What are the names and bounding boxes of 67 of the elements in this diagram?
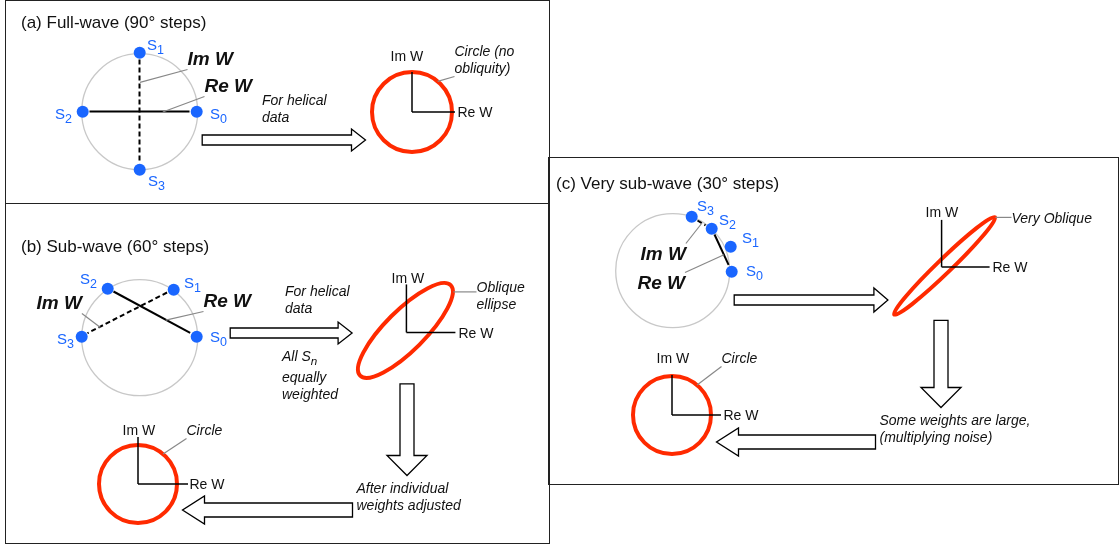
axis-label: Re W [992,258,1028,276]
point-label: S$_{0}$ [746,262,763,285]
axis-label: Re W [189,475,225,493]
leader-line [162,95,206,113]
leader-line [452,291,478,293]
dashed-chord [696,218,707,227]
point-label: S$_{2}$ [55,105,72,128]
point-label: S$_{1}$ [147,36,164,59]
leader-line [684,254,725,274]
panel-title: (c) Very sub-wave (30° steps) [556,174,780,194]
leader-line [81,312,101,329]
vector-label: Re W [203,289,251,312]
point-label: S$_{1}$ [742,229,759,252]
note-text: Some weights are large, (multiplying noise) [879,411,1050,446]
vector-label: Im W [36,291,82,314]
leader-line [994,216,1013,218]
note-text: All S$_{n}$ equally weighted [282,348,340,403]
block-arrow [733,286,889,314]
chord-line [88,110,191,113]
panel-frame [5,203,550,544]
leader-line [696,365,723,386]
vector-label: Re W [204,74,252,97]
annotation-text: Oblique ellipse [476,278,539,313]
point-label: S$_{2}$ [80,270,97,293]
annotation-text: Very Oblique [1011,209,1092,227]
leader-line [165,310,205,321]
dashed-chord [138,58,141,164]
axis-label: Im W [925,203,959,221]
block-arrow [919,319,963,409]
axis-label: Im W [122,421,156,439]
point-label: S$_{0}$ [210,328,227,351]
point-label: S$_{1}$ [184,274,201,297]
chord-line [712,233,731,267]
point-label: S$_{3}$ [697,197,714,220]
leader-line [685,222,703,245]
circle-plot [369,69,454,154]
leader-line [139,68,189,83]
panel-frame [548,157,1119,485]
point-label: S$_{0}$ [210,105,227,128]
point-label: S$_{3}$ [57,330,74,353]
block-arrow [229,320,354,346]
dashed-chord [86,291,169,335]
vector-label: Im W [640,243,686,266]
point-label: S$_{3}$ [148,172,165,195]
block-arrow [715,426,877,458]
panel-title: (b) Sub-wave (60° steps) [21,237,210,257]
point-label: S$_{2}$ [719,211,736,234]
annotation-text: Circle [186,421,223,439]
axis-label: Re W [723,406,759,424]
chord-line [112,290,192,335]
note-text: After individual weights adjusted [356,479,485,514]
axis-label: Re W [458,324,494,342]
axis-label: Im W [656,349,690,367]
axis-label: Im W [390,47,424,65]
annotation-text: Circle (no obliquity) [454,42,555,77]
block-arrow [201,127,367,153]
leader-line [437,75,456,82]
axis-label: Re W [457,103,493,121]
vector-label: Im W [187,47,233,70]
panel-title: (a) Full-wave (90° steps) [21,13,207,33]
axis-label: Im W [391,269,425,287]
block-arrow [181,494,354,526]
leader-line [162,437,188,455]
block-arrow [385,383,429,477]
vector-label: Re W [637,272,685,295]
ellipse-plot [356,281,455,380]
annotation-text: Circle [721,349,758,367]
